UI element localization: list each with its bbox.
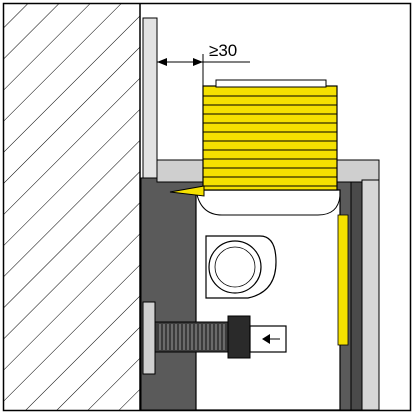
- connector-arrow-icon: [262, 334, 270, 344]
- insulation-block: [202, 85, 338, 191]
- clearance-dimension-label: ≥30: [209, 41, 237, 60]
- yellow-wedge: [169, 185, 205, 197]
- device-body: [195, 189, 341, 411]
- right-side-frame: [361, 179, 380, 411]
- gland-nut: [227, 315, 251, 359]
- gland-wall-plate: [142, 301, 156, 375]
- wall-section: [4, 4, 141, 410]
- round-port-inner: [214, 246, 256, 288]
- device-housing: [195, 189, 341, 411]
- device-upper-curve: [195, 189, 341, 216]
- cable-gland: [142, 301, 287, 375]
- dimension-arrow-left-icon: [157, 58, 167, 66]
- dimension-arrow-right-icon: [193, 58, 203, 66]
- insulation-layer-lines: [203, 95, 337, 187]
- round-port: [208, 240, 262, 294]
- insulation-top-cap: [215, 79, 327, 88]
- clearance-dimension: ≥30: [157, 41, 250, 88]
- insulation-stack: [169, 79, 349, 346]
- wall-hatch: [4, 4, 140, 410]
- yellow-side-strip: [337, 214, 349, 346]
- channel-right-flange: [350, 179, 364, 411]
